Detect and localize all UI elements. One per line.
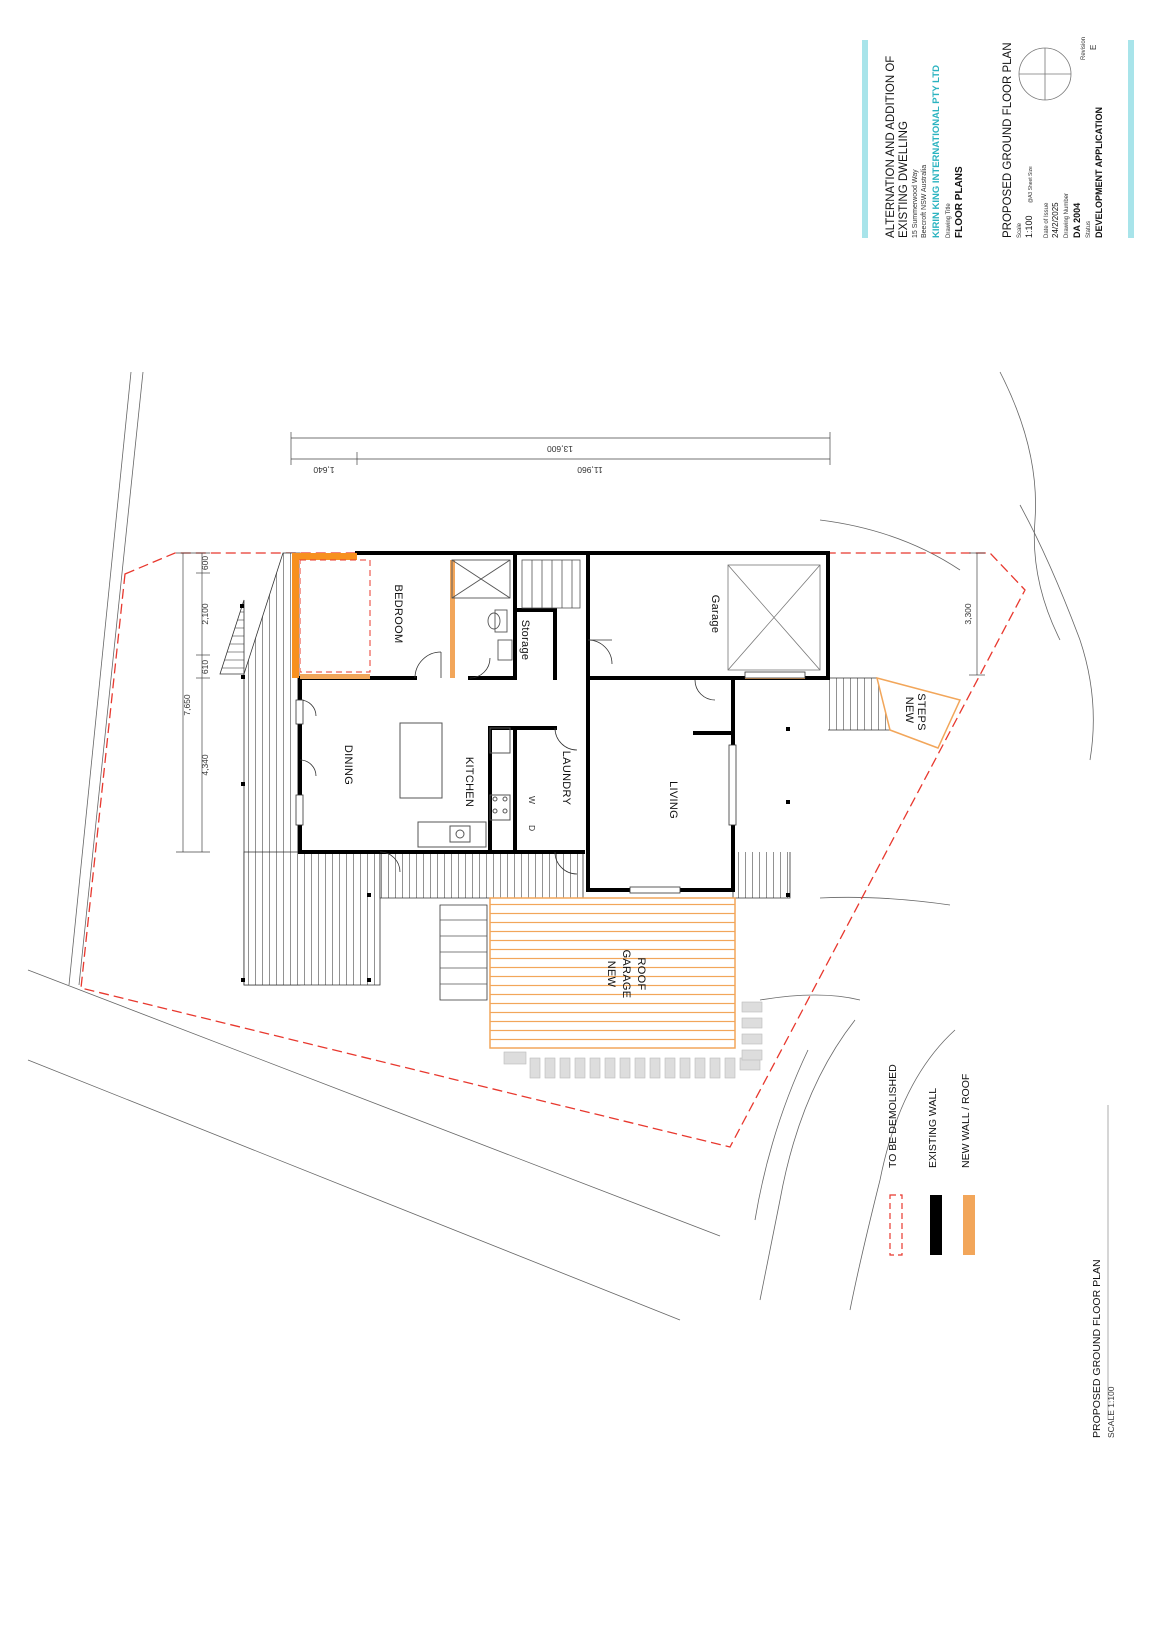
site-context-lines bbox=[27, 371, 1094, 1321]
top-dimensions bbox=[290, 432, 831, 465]
site-boundary bbox=[80, 552, 1026, 1148]
date-value: 24/2/2025 bbox=[1051, 202, 1060, 238]
scale-label: Scale bbox=[1017, 222, 1023, 238]
kitchen-bench bbox=[417, 727, 511, 848]
project-line-2: EXISTING DWELLING bbox=[898, 121, 910, 238]
title-accent-left bbox=[862, 40, 868, 238]
bathroom-fixtures bbox=[451, 559, 513, 661]
new-steps bbox=[875, 676, 962, 749]
project-line-1: ALTERNATION AND ADDITION OF bbox=[885, 56, 897, 238]
sheet-title: PROPOSED GROUND FLOOR PLAN bbox=[1002, 42, 1014, 238]
legend-swatch-new bbox=[963, 1195, 975, 1255]
roof-label-1: NEW bbox=[605, 961, 617, 988]
title-accent-right bbox=[1128, 40, 1134, 238]
stepping-stones bbox=[503, 1001, 763, 1079]
room-living: LIVING bbox=[667, 781, 679, 819]
drawing-number: DA 2004 bbox=[1072, 203, 1082, 238]
drawing-number-label: Drawing Number bbox=[1064, 193, 1070, 238]
new-steps-label-2: STEPS bbox=[915, 693, 927, 731]
dim-part-a: 1,640 bbox=[313, 465, 335, 475]
room-bedroom: BEDROOM bbox=[392, 585, 404, 644]
drawing-title: FLOOR PLANS bbox=[954, 166, 965, 238]
legend bbox=[889, 1194, 975, 1256]
address-2: Beecroft NSW Australia bbox=[921, 165, 928, 238]
dim-right-1: 3,300 bbox=[963, 603, 973, 625]
scale-value: 1:100 bbox=[1024, 215, 1034, 238]
deck-posts bbox=[240, 604, 790, 982]
revision-value: E bbox=[1089, 45, 1098, 50]
company-name: KIRIN KING INTERNATIONAL PTY LTD bbox=[931, 65, 942, 238]
roof-label-2: GARAGE bbox=[620, 950, 632, 999]
dim-part-b: 11,960 bbox=[577, 465, 603, 475]
dim-left-4: 4,340 bbox=[200, 754, 210, 776]
dim-left-3: 610 bbox=[200, 660, 210, 674]
right-dimension bbox=[969, 552, 985, 676]
dim-left-2: 2,100 bbox=[200, 603, 210, 625]
dim-overall: 13,600 bbox=[547, 444, 573, 454]
plan-caption-scale: SCALE 1:100 bbox=[1106, 1386, 1116, 1438]
windows bbox=[295, 671, 806, 894]
kitchen-island bbox=[399, 722, 443, 799]
door-swings bbox=[299, 639, 716, 875]
fixture-washer: W bbox=[527, 796, 537, 804]
room-storage: Storage bbox=[519, 620, 531, 661]
room-garage: Garage bbox=[709, 595, 721, 634]
demolish-outline-bedroom bbox=[299, 559, 371, 673]
roof-label-3: ROOF bbox=[635, 958, 647, 991]
legend-swatch-existing bbox=[930, 1195, 942, 1255]
title-block bbox=[862, 40, 1134, 238]
left-dimensions bbox=[176, 552, 210, 853]
revision-label: Revision bbox=[1081, 37, 1087, 60]
fixture-dryer: D bbox=[527, 825, 537, 831]
room-kitchen: KITCHEN bbox=[463, 757, 475, 807]
house-floor bbox=[300, 553, 828, 852]
internal-stair bbox=[521, 559, 581, 609]
room-dining: DINING bbox=[342, 745, 354, 785]
dim-left-total: 7,650 bbox=[182, 694, 192, 716]
status-label: Status bbox=[1086, 221, 1092, 238]
new-garage-roof bbox=[489, 897, 736, 1049]
dim-left-1: 600 bbox=[200, 556, 210, 570]
date-label: Date of Issue bbox=[1044, 202, 1050, 238]
scale-note: @A3 Sheet Size bbox=[1028, 166, 1034, 203]
new-steps-label-1: NEW bbox=[903, 697, 915, 724]
status-value: DEVELOPMENT APPLICATION bbox=[1094, 107, 1104, 238]
legend-demolish-label: TO BE DEMOLISHED bbox=[887, 1064, 899, 1168]
drawing-title-label: Drawing Title bbox=[946, 203, 952, 238]
legend-new-label: NEW WALL / ROOF bbox=[960, 1074, 972, 1168]
room-laundry: LAUNDRY bbox=[560, 751, 572, 806]
front-stairs-treads bbox=[440, 919, 487, 985]
plan-caption-title: PROPOSED GROUND FLOOR PLAN bbox=[1091, 1259, 1103, 1438]
legend-swatch-demolish bbox=[889, 1194, 903, 1256]
address-1: 15 Summerwood Way bbox=[912, 169, 919, 238]
legend-existing-label: EXISTING WALL bbox=[927, 1088, 939, 1168]
garage-car-bay bbox=[727, 564, 821, 671]
